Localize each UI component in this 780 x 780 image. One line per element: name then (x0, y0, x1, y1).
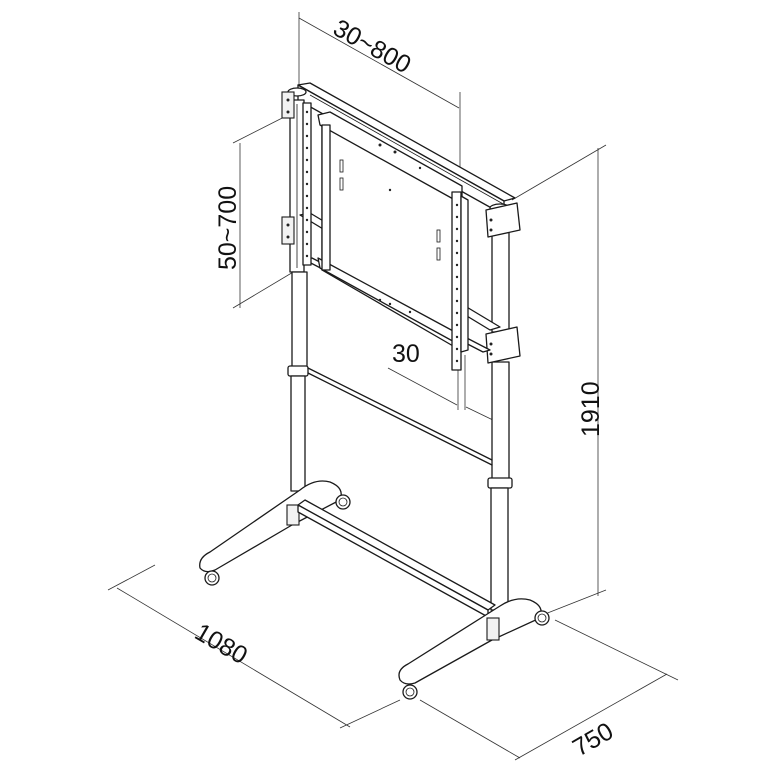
dim-vesa-height-label: 50~700 (214, 185, 242, 270)
left-column (281, 87, 309, 492)
right-column (485, 202, 521, 611)
dim-wall-gap-label: 30 (392, 340, 420, 368)
dimension-lines (107, 12, 679, 761)
dim-total-height-label: 1910 (577, 381, 605, 437)
vesa-bracket (302, 102, 469, 371)
base (199, 480, 550, 700)
lower-crossbar (307, 367, 493, 466)
